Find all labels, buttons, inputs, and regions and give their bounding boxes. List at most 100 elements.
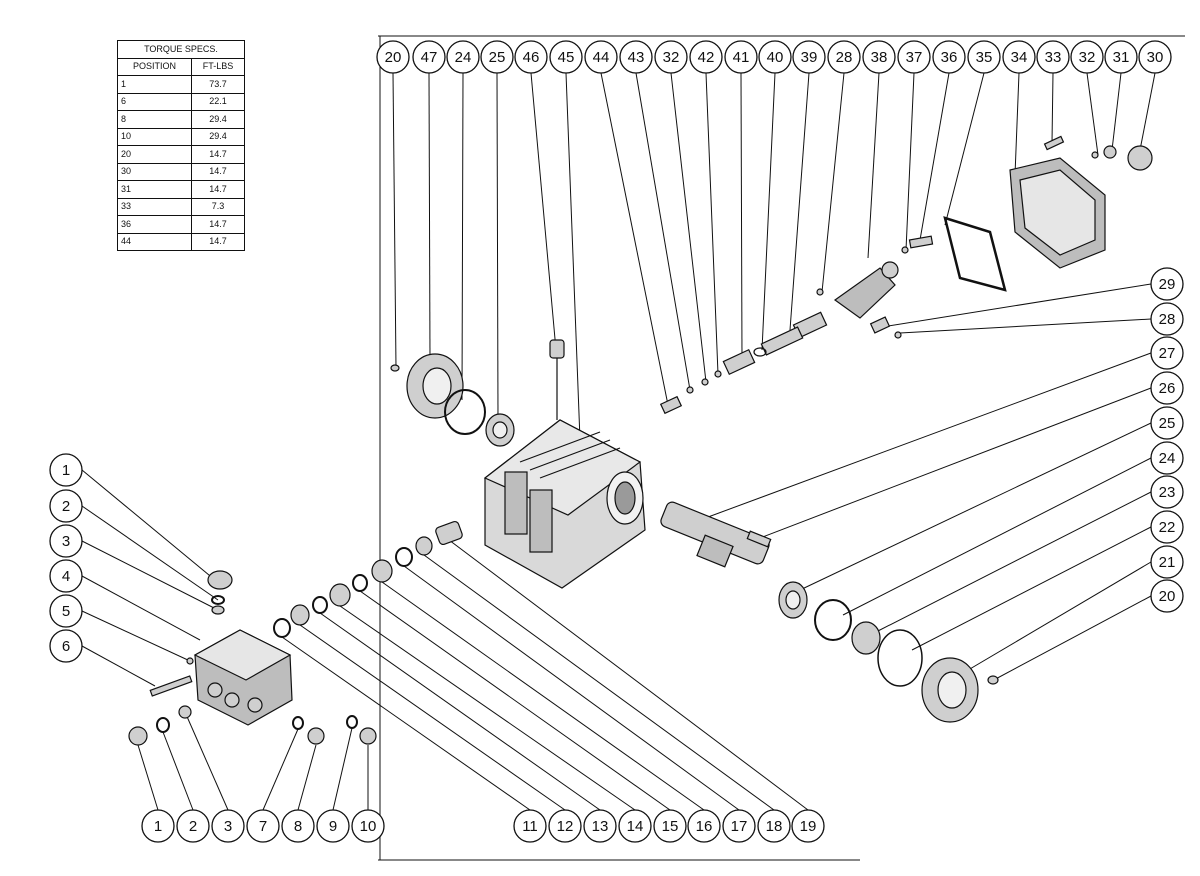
- leader-line: [989, 595, 1152, 683]
- crankshaft-part: [660, 501, 770, 568]
- bearing-right-part: [778, 581, 808, 619]
- callout-right-29: 29: [1150, 267, 1184, 301]
- leader-line: [496, 72, 499, 421]
- callout-number: 39: [801, 49, 818, 66]
- leader-line: [461, 72, 464, 401]
- torque-value-cell: 14.7: [191, 232, 245, 251]
- dipstick-part: [549, 339, 565, 420]
- callout-top-39: 39: [792, 40, 826, 74]
- callout-circle: [932, 40, 966, 74]
- callout-circle: [514, 40, 548, 74]
- callout-circle: [1036, 40, 1070, 74]
- leader-line: [81, 505, 219, 601]
- callout-circle: [141, 809, 175, 843]
- leader-line: [359, 590, 671, 811]
- leader-line: [740, 72, 743, 361]
- callout-top-28: 28: [827, 40, 861, 74]
- callout-top-20: 20: [376, 40, 410, 74]
- callout-number: 4: [62, 568, 70, 585]
- callout-left-2: 2: [49, 489, 83, 523]
- callout-circle: [49, 489, 83, 523]
- callout-circle: [897, 40, 931, 74]
- callout-right-26: 26: [1150, 371, 1184, 405]
- leader-lines: [81, 72, 1156, 811]
- callout-right-24: 24: [1150, 441, 1184, 475]
- leader-line: [297, 744, 317, 811]
- callout-top-41: 41: [724, 40, 758, 74]
- callout-number: 2: [189, 818, 197, 835]
- callout-circle: [1150, 406, 1184, 440]
- callout-circle: [619, 40, 653, 74]
- crankcase-part: [483, 419, 646, 589]
- callout-circle: [722, 809, 756, 843]
- callout-number: 8: [294, 818, 302, 835]
- callout-right-20: 20: [1150, 579, 1184, 613]
- callout-number: 42: [698, 49, 715, 66]
- callout-number: 36: [941, 49, 958, 66]
- callout-number: 24: [455, 49, 472, 66]
- callout-number: 29: [1159, 276, 1176, 293]
- callout-number: 25: [489, 49, 506, 66]
- callout-circle: [827, 40, 861, 74]
- plunger-seal-stack-part: [273, 520, 463, 638]
- leader-line: [887, 283, 1152, 327]
- callout-bottom_left-10: 10: [351, 809, 385, 843]
- leader-line: [799, 422, 1152, 591]
- leader-line: [761, 72, 776, 351]
- callout-circle: [176, 809, 210, 843]
- leader-line: [332, 727, 353, 811]
- rear-plugs-part: [1043, 135, 1153, 171]
- leader-line: [162, 731, 194, 811]
- callout-bottom_left-9: 9: [316, 809, 350, 843]
- callout-bottom_left-3: 3: [211, 809, 245, 843]
- callout-top-35: 35: [967, 40, 1001, 74]
- callout-top-46: 46: [514, 40, 548, 74]
- callout-circle: [791, 809, 825, 843]
- callout-bottom_left-8: 8: [281, 809, 315, 843]
- callout-number: 3: [62, 533, 70, 550]
- callout-circle: [1002, 40, 1036, 74]
- callout-circle: [618, 809, 652, 843]
- gasket-part: [877, 629, 923, 687]
- leader-line: [530, 72, 557, 351]
- callout-number: 37: [906, 49, 923, 66]
- callout-number: 45: [558, 49, 575, 66]
- leader-line: [957, 561, 1152, 677]
- callout-circle: [583, 809, 617, 843]
- leader-line: [911, 526, 1152, 651]
- callout-circle: [1070, 40, 1104, 74]
- callout-number: 32: [663, 49, 680, 66]
- connecting-rod-part: [659, 235, 934, 415]
- leader-line: [905, 72, 915, 251]
- callout-number: 41: [733, 49, 750, 66]
- leader-line: [81, 610, 191, 662]
- callout-number: 40: [767, 49, 784, 66]
- leader-line: [821, 72, 845, 293]
- leader-line: [789, 72, 810, 331]
- callout-number: 12: [557, 818, 574, 835]
- leader-line: [81, 540, 219, 611]
- callout-circle: [412, 40, 446, 74]
- leader-line: [842, 457, 1152, 616]
- callout-right-28: 28: [1150, 302, 1184, 336]
- callout-top-30: 30: [1138, 40, 1172, 74]
- leader-line: [262, 728, 299, 811]
- callout-right-27: 27: [1150, 336, 1184, 370]
- leader-line: [565, 72, 581, 441]
- callout-circle: [1150, 371, 1184, 405]
- leader-line: [339, 605, 636, 811]
- callout-circle: [654, 40, 688, 74]
- callout-number: 1: [154, 818, 162, 835]
- leader-line: [875, 491, 1152, 633]
- callout-number: 20: [385, 49, 402, 66]
- callout-left-3: 3: [49, 524, 83, 558]
- callout-circle: [49, 453, 83, 487]
- callout-circle: [549, 40, 583, 74]
- leader-line: [319, 612, 601, 811]
- callout-left-1: 1: [49, 453, 83, 487]
- leader-line: [381, 581, 705, 811]
